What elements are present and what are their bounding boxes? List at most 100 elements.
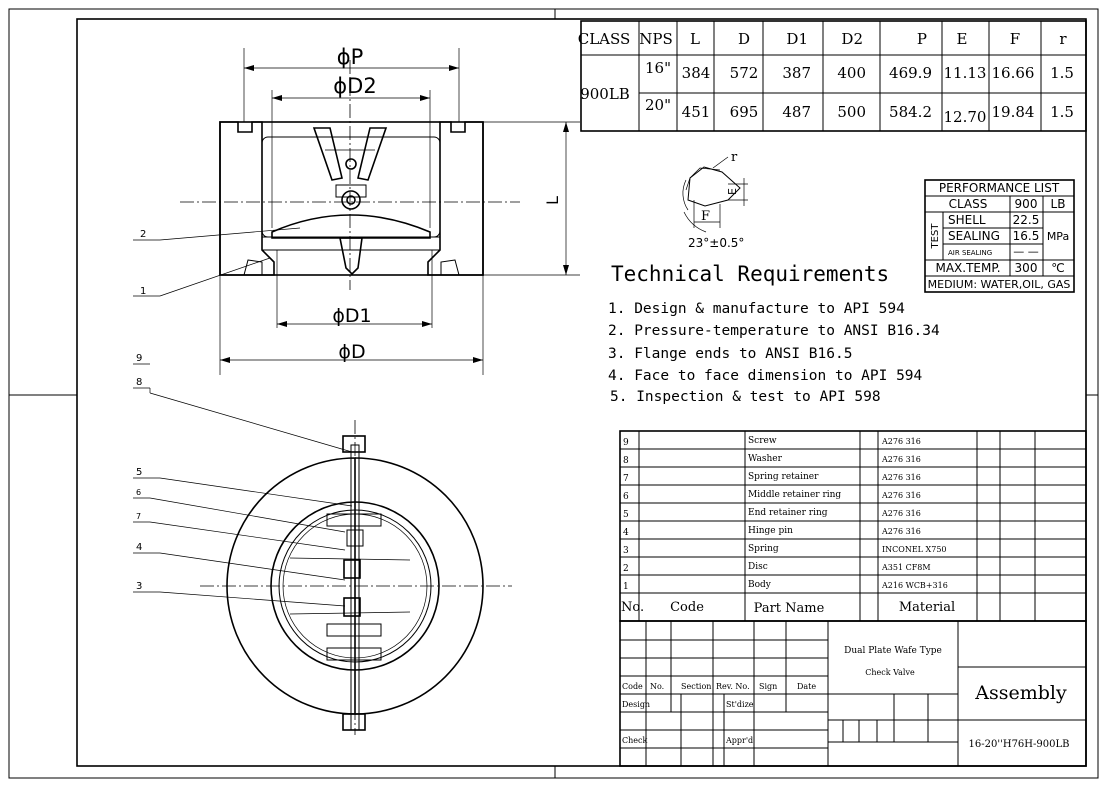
- balloon-8: 8: [136, 377, 142, 388]
- perf-shell-label: SHELL: [948, 213, 986, 227]
- bom-part-name: Disc: [748, 562, 768, 572]
- balloon-5: 5: [136, 467, 142, 478]
- dims-row2-d: 695: [730, 103, 759, 121]
- dims-header-p: P: [917, 30, 927, 48]
- dims-header-d: D: [738, 30, 750, 48]
- dim-phi-p: ϕP: [337, 45, 364, 69]
- bom-row: 1 Body A216 WCB+316: [623, 580, 948, 592]
- balloon-7: 7: [136, 512, 141, 521]
- bom-material: A276 316: [881, 527, 921, 536]
- bom-row: 2 Disc A351 CF8M: [623, 562, 931, 574]
- bom-no: 6: [623, 492, 629, 502]
- dims-header-class: CLASS: [578, 30, 631, 48]
- perf-shell-value: 22.5: [1013, 213, 1040, 227]
- perf-sealing-label: SEALING: [948, 229, 1000, 243]
- bom-material: A276 316: [881, 509, 921, 518]
- seat-detail-view: r E F 23°±0.5°: [682, 150, 748, 250]
- bom-row: 4 Hinge pin A276 316: [623, 526, 921, 538]
- dims-row1-d1: 387: [782, 64, 811, 82]
- tb-product-line2: Check Valve: [865, 668, 915, 677]
- bom-material: A276 316: [881, 437, 921, 446]
- performance-list: PERFORMANCE LIST CLASS 900 LB TEST SHELL…: [924, 179, 1075, 293]
- bom-no: 4: [623, 528, 629, 538]
- bill-of-materials: 9 Screw A276 316 8 Washer A276 316 7 Spr…: [619, 430, 1087, 622]
- balloon-2: 2: [140, 229, 146, 240]
- bom-row: 9 Screw A276 316: [623, 436, 921, 448]
- dimensions-table: CLASS NPS L D D1 D2 P E F r 900LB 16" 38…: [578, 20, 1087, 132]
- dims-row1-f: 16.66: [992, 64, 1035, 82]
- dims-row2-l: 451: [682, 103, 711, 121]
- bom-row: 6 Middle retainer ring A276 316: [623, 490, 921, 502]
- dim-phi-d1: ϕD1: [332, 305, 371, 327]
- dims-row1-nps: 16": [645, 59, 671, 77]
- dims-row2-e: 12.70: [944, 108, 987, 126]
- perf-test-label: TEST: [930, 223, 941, 250]
- bom-part-name: End retainer ring: [748, 508, 828, 518]
- bom-row: 5 End retainer ring A276 316: [623, 508, 921, 520]
- perf-sealing-value: 16.5: [1013, 229, 1040, 243]
- dims-header-nps: NPS: [639, 30, 673, 48]
- detail-angle-label: 23°±0.5°: [688, 236, 744, 250]
- dim-phi-d2: ϕD2: [333, 74, 376, 98]
- bom-header-no: No.: [621, 600, 644, 615]
- bom-part-name: Middle retainer ring: [748, 490, 841, 500]
- requirements-title: Technical Requirements: [611, 262, 889, 286]
- bom-header-part-name: Part Name: [754, 601, 825, 616]
- dims-row2-r: 1.5: [1050, 103, 1074, 121]
- title-block: Code No. Section Rev. No. Sign Date Desi…: [619, 620, 1087, 767]
- perf-temp-unit: ℃: [1051, 261, 1064, 275]
- technical-requirements: Technical Requirements 1. Design & manuf…: [608, 262, 940, 405]
- dims-class-value: 900LB: [580, 85, 630, 103]
- dims-header-r: r: [1059, 30, 1067, 48]
- bom-header-material: Material: [899, 600, 955, 615]
- perf-pressure-unit: MPa: [1047, 230, 1069, 243]
- outer-border: [8, 8, 1099, 779]
- bom-material: A276 316: [881, 455, 921, 464]
- tb-product-line1: Dual Plate Wafe Type: [844, 646, 942, 656]
- dims-row1-d: 572: [730, 64, 759, 82]
- bom-no: 1: [623, 582, 629, 592]
- tb-drawing-no: 16-20''H76H-900LB: [969, 739, 1070, 750]
- balloon-9: 9: [136, 353, 142, 364]
- bom-header-code: Code: [670, 600, 704, 615]
- tb-revno: Rev. No.: [716, 682, 750, 691]
- tb-design: Design: [622, 700, 650, 709]
- perf-title: PERFORMANCE LIST: [939, 181, 1060, 195]
- dims-row1-r: 1.5: [1050, 64, 1074, 82]
- requirement-item: 3. Flange ends to ANSI B16.5: [608, 346, 852, 362]
- perf-air-label: AIR SEALING: [948, 249, 992, 257]
- bom-material: A276 316: [881, 491, 921, 500]
- end-view: 9 8 5 6 7 4 3: [133, 353, 512, 735]
- balloon-4: 4: [136, 542, 142, 553]
- dim-l: L: [543, 196, 562, 205]
- bom-part-name: Screw: [748, 436, 777, 446]
- dims-row1-e: 11.13: [944, 64, 987, 82]
- tb-assembly: Assembly: [974, 682, 1067, 704]
- bom-material: INCONEL X750: [882, 545, 947, 554]
- bom-no: 7: [623, 474, 629, 484]
- bom-no: 5: [623, 510, 629, 520]
- bom-no: 2: [623, 564, 629, 574]
- tb-apprd: Appr'd: [725, 736, 753, 745]
- requirement-item: 5. Inspection & test to API 598: [610, 389, 881, 405]
- bom-row: 3 Spring INCONEL X750: [623, 544, 947, 556]
- detail-r-label: r: [731, 150, 738, 165]
- inner-border: [76, 18, 1087, 767]
- dims-row1-p: 469.9: [889, 64, 932, 82]
- perf-class-unit: LB: [1051, 197, 1066, 211]
- dims-row2-f: 19.84: [992, 103, 1035, 121]
- dims-row1-l: 384: [682, 64, 711, 82]
- perf-class-value: 900: [1015, 197, 1038, 211]
- perf-medium: MEDIUM: WATER,OIL, GAS: [928, 278, 1071, 291]
- requirement-item: 1. Design & manufacture to API 594: [608, 301, 905, 317]
- dims-header-f: F: [1010, 30, 1020, 48]
- perf-air-value: — —: [1013, 245, 1039, 258]
- dims-row2-d2: 500: [837, 103, 866, 121]
- perf-maxtemp-label: MAX.TEMP.: [935, 261, 1000, 275]
- detail-e-label: E: [726, 188, 739, 195]
- bom-part-name: Spring retainer: [748, 472, 819, 482]
- bom-material: A276 316: [881, 473, 921, 482]
- dims-header-d1: D1: [786, 30, 808, 48]
